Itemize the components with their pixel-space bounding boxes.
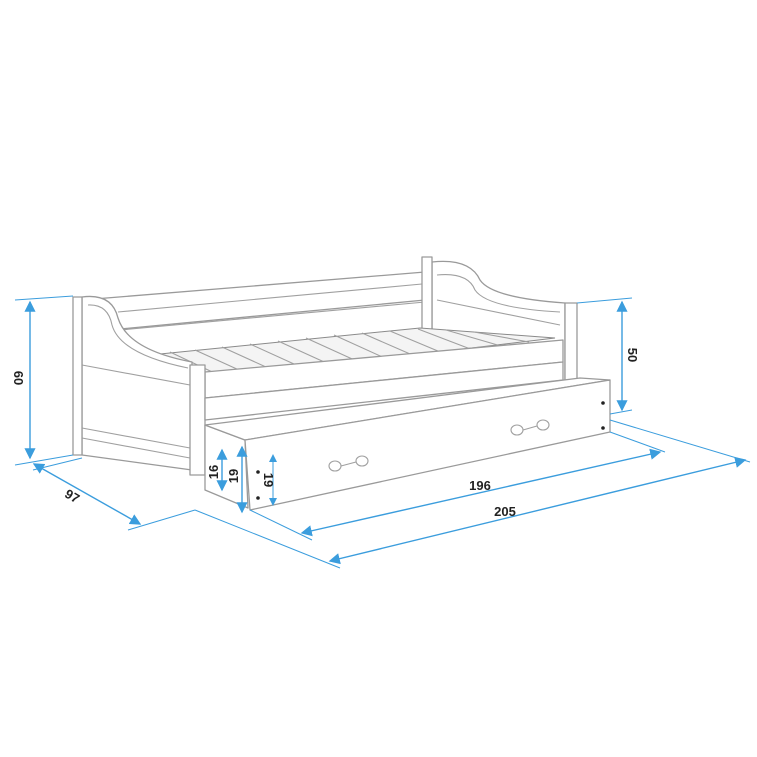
dim-drawer-front-label: 19 [261, 473, 276, 487]
dim-drawer-length-label: 196 [469, 478, 491, 493]
bed-drawing [72, 256, 611, 511]
dimension-lines: 60 97 205 196 50 16 19 19 [11, 295, 751, 569]
dim-depth-line [32, 463, 142, 525]
dim-drawer-inner-label: 16 [206, 465, 221, 479]
front-left-post [189, 364, 206, 476]
dim-drawer-height-label: 19 [226, 469, 241, 483]
dim-height-label: 60 [11, 371, 26, 385]
dim-depth-label: 97 [62, 486, 82, 506]
left-headboard-post [72, 296, 83, 456]
right-footboard-post [564, 302, 578, 386]
back-rail [81, 271, 426, 331]
dim-total-length-label: 205 [494, 504, 516, 519]
dim-headboard-label: 50 [625, 348, 640, 362]
drawer-handle-right [510, 419, 550, 436]
dim-drawer-length-line [300, 448, 662, 537]
left-headboard [81, 295, 193, 471]
